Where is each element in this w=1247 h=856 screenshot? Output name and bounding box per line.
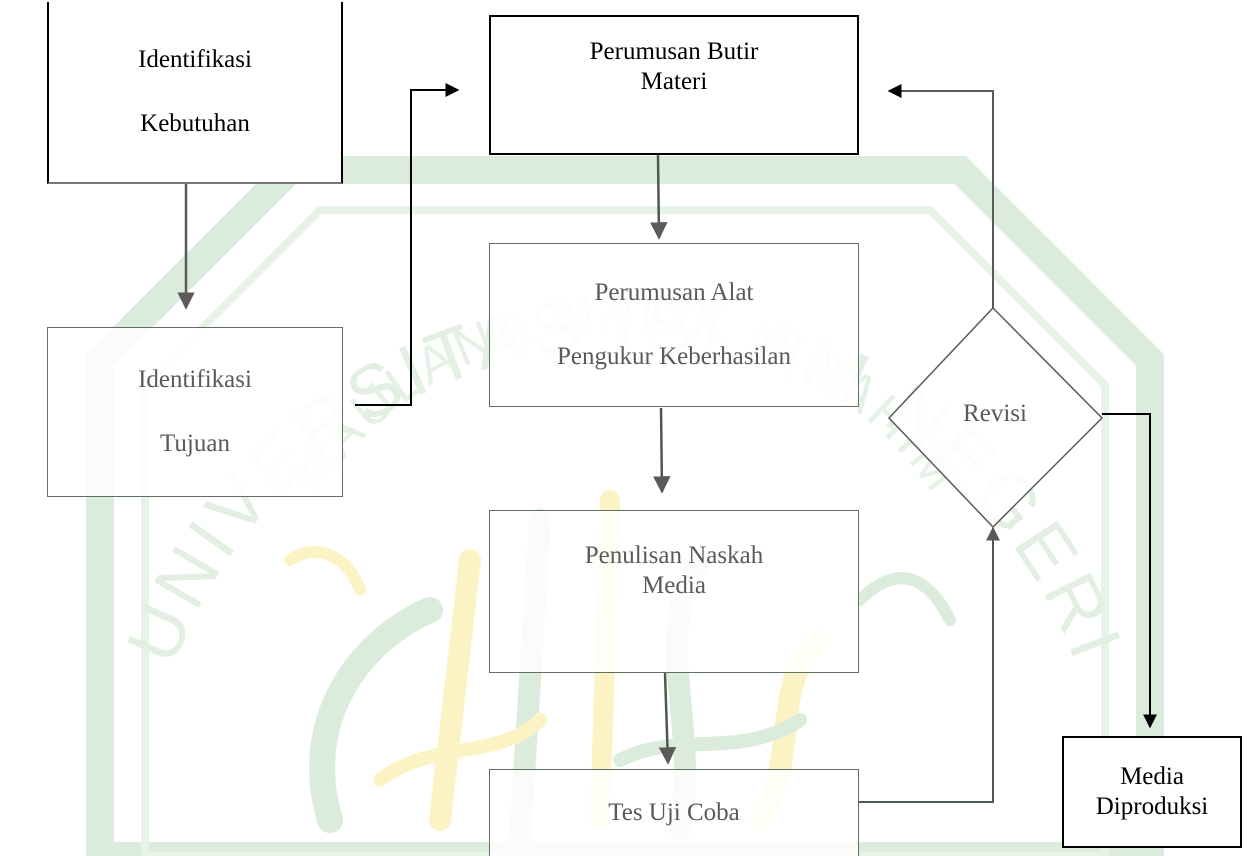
- node-perumusan-alat-line2: Pengukur Keberhasilan: [557, 343, 791, 370]
- node-perumusan-alat: Perumusan Alat Pengukur Keberhasilan: [489, 243, 859, 407]
- node-perumusan-alat-line1: Perumusan Alat: [594, 279, 754, 306]
- arrow-tes-to-revisi: [859, 526, 1000, 803]
- node-identifikasi-kebutuhan-line2: Kebutuhan: [140, 110, 250, 137]
- node-media-diproduksi: Media Diproduksi: [1062, 736, 1242, 848]
- node-identifikasi-tujuan-line1: Identifikasi: [138, 366, 252, 393]
- node-identifikasi-tujuan: Identifikasi Tujuan: [47, 327, 343, 497]
- arrow-revisi-to-butir-materi: [887, 84, 994, 308]
- node-revisi-label: Revisi: [963, 400, 1027, 427]
- revisi-decision-diamond: [887, 306, 1104, 529]
- node-penulisan-naskah: Penulisan Naskah Media: [489, 510, 859, 673]
- node-penulisan-naskah-line1: Penulisan Naskah: [584, 542, 764, 569]
- arrow-revisi-to-media: [1102, 413, 1157, 729]
- node-perumusan-butir-materi-line2: Materi: [640, 68, 708, 95]
- node-tes-uji-coba: Tes Uji Coba: [489, 769, 859, 856]
- node-perumusan-butir-materi: Perumusan Butir Materi: [489, 15, 859, 155]
- node-identifikasi-kebutuhan-line1: Identifikasi: [138, 46, 252, 73]
- arrow-naskah-to-tes: [658, 672, 677, 765]
- arrow-alat-to-naskah: [653, 407, 671, 494]
- node-penulisan-naskah-line2: Media: [642, 572, 706, 599]
- node-tes-uji-coba-line1: Tes Uji Coba: [608, 799, 740, 826]
- node-identifikasi-tujuan-line2: Tujuan: [160, 430, 230, 457]
- node-media-diproduksi-line2: Diproduksi: [1095, 793, 1209, 820]
- arrow-tujuan-to-butir-materi: [355, 83, 460, 406]
- node-identifikasi-kebutuhan: Identifikasi Kebutuhan: [47, 2, 343, 184]
- node-media-diproduksi-line1: Media: [1120, 763, 1184, 790]
- arrow-butir-to-alat: [650, 154, 668, 240]
- node-perumusan-butir-materi-line1: Perumusan Butir: [589, 38, 759, 65]
